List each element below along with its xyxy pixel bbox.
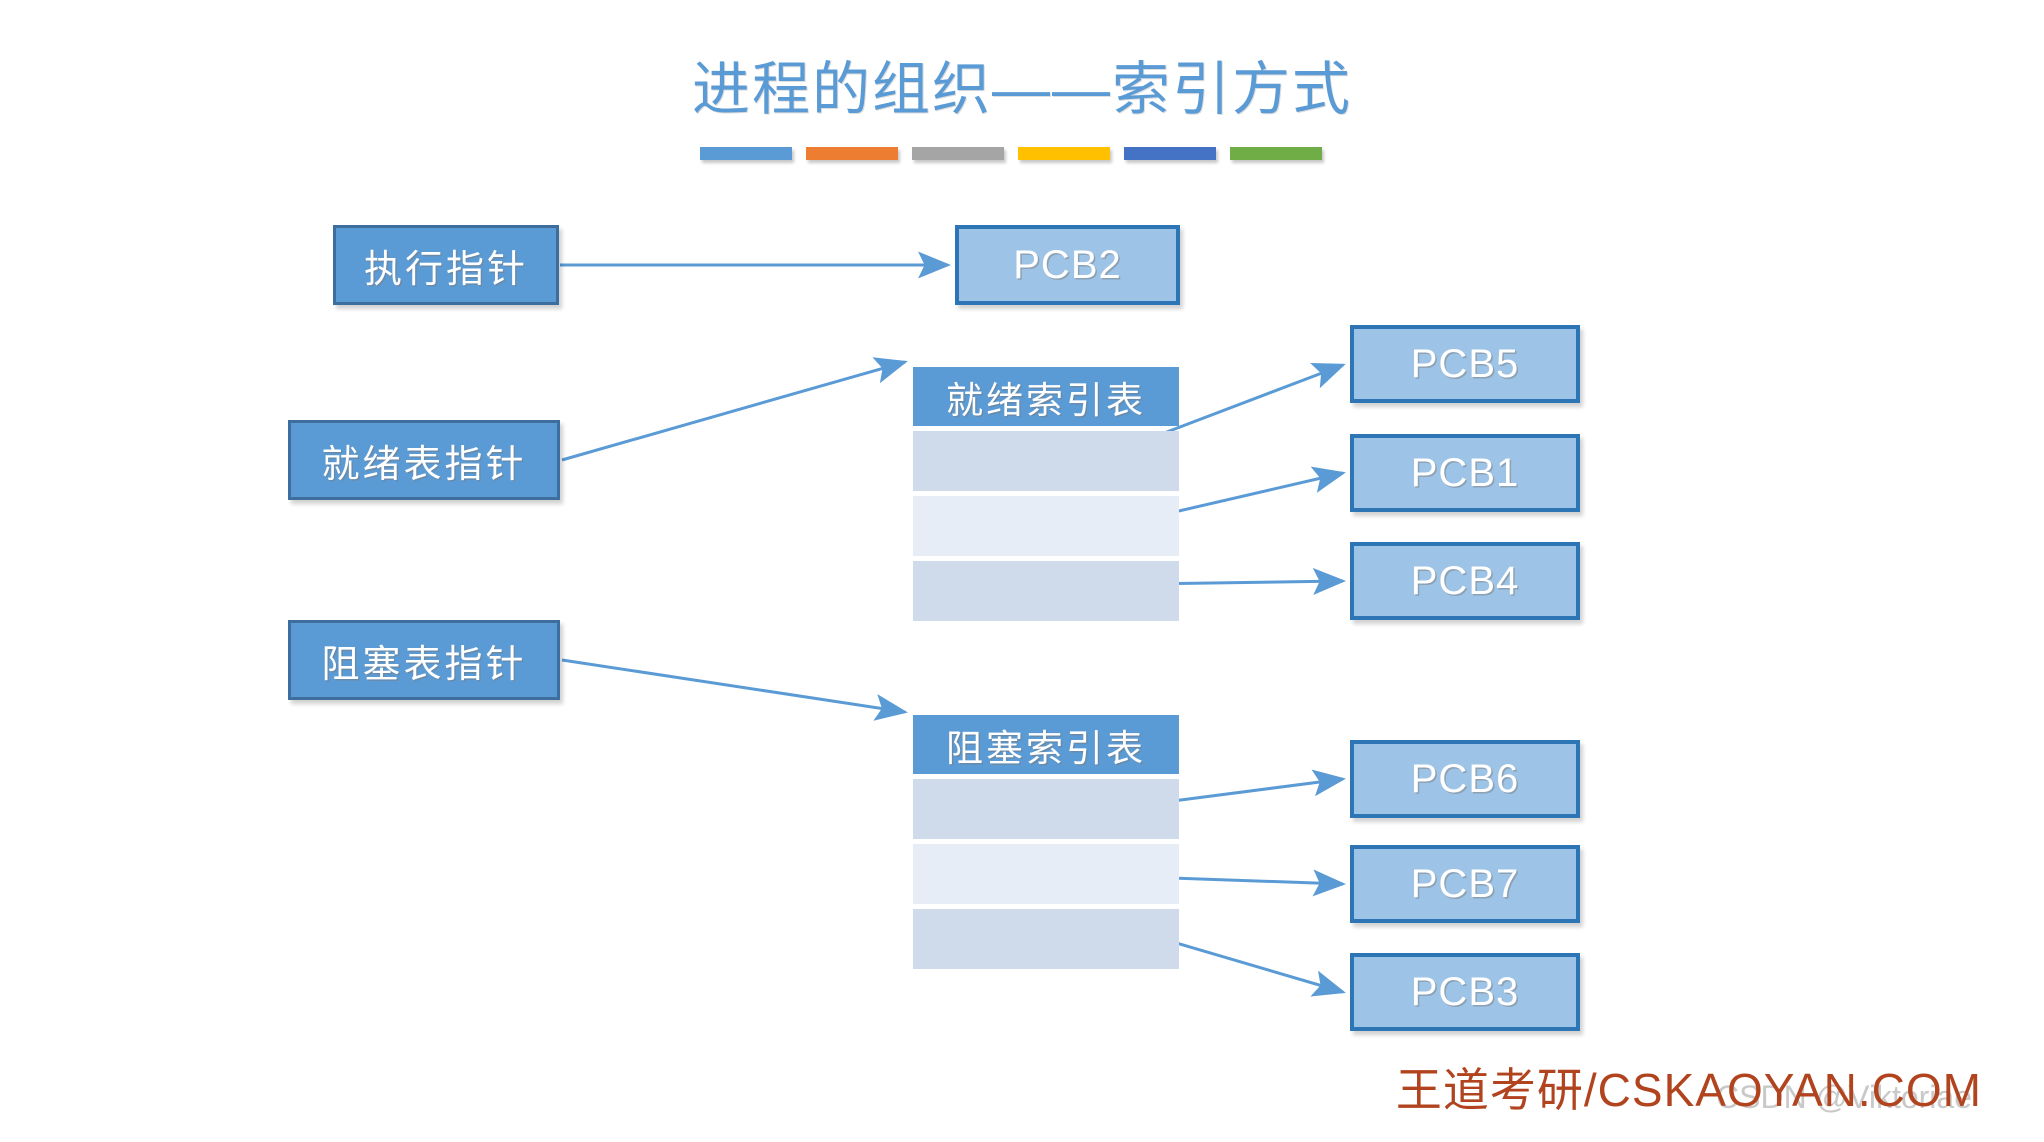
blocked-index-table-row[interactable] [913,779,1179,839]
ready-index-table-header: 就绪索引表 [913,367,1179,426]
ready-index-table-row[interactable] [913,431,1179,491]
accent-bar-group [700,147,1322,160]
ready-index-table-row[interactable] [913,561,1179,621]
blocked-index-table-row[interactable] [913,909,1179,969]
page-title: 进程的组织——索引方式 [691,57,1352,122]
blocked-list-pointer-label: 阻塞表指针 [321,643,527,686]
accent-bar-blue [700,147,792,160]
accent-bar-green [1230,147,1322,160]
pcb-label: PCB2 [1013,242,1122,287]
blocked-index-table-row[interactable] [913,844,1179,904]
ready-list-pointer-box[interactable]: 就绪表指针 [288,420,560,500]
pcb-box-blocked-1[interactable]: PCB6 [1350,740,1580,818]
blocked-list-pointer-box[interactable]: 阻塞表指针 [288,620,560,700]
blocked-index-table-header: 阻塞索引表 [913,715,1179,774]
accent-bar-darkblue [1124,147,1216,160]
pcb-box-ready-3[interactable]: PCB4 [1350,542,1580,620]
pcb-box-running[interactable]: PCB2 [955,225,1180,305]
pcb-box-ready-1[interactable]: PCB5 [1350,325,1580,403]
pcb-label: PCB1 [1410,450,1520,495]
pcb-box-ready-2[interactable]: PCB1 [1350,434,1580,512]
accent-bar-gray [912,147,1004,160]
csdn-watermark: CSDN @Viktoriae [1716,1079,1972,1115]
blocked-index-table: 阻塞索引表 [913,715,1179,969]
pcb-label: PCB6 [1410,756,1520,801]
pcb-label: PCB4 [1410,558,1520,603]
pcb-box-blocked-2[interactable]: PCB7 [1350,845,1580,923]
footer-brand-text: 王道考研/CSKAOYAN.COM [1395,1064,1982,1116]
ready-list-pointer-label: 就绪表指针 [321,443,527,486]
ready-index-table: 就绪索引表 [913,367,1179,621]
pcb-label: PCB7 [1410,861,1520,906]
arrow-ready-pointer-to-ready-table [561,357,908,462]
running-pointer-box[interactable]: 执行指针 [333,225,559,305]
pcb-label: PCB5 [1410,341,1520,386]
ready-index-table-row[interactable] [913,496,1179,556]
pcb-box-blocked-3[interactable]: PCB3 [1350,953,1580,1031]
running-pointer-label: 执行指针 [363,248,528,291]
pcb-label: PCB3 [1410,969,1520,1014]
accent-bar-yellow [1018,147,1110,160]
arrow-blocked-pointer-to-blocked-table [561,658,908,721]
accent-bar-orange [806,147,898,160]
